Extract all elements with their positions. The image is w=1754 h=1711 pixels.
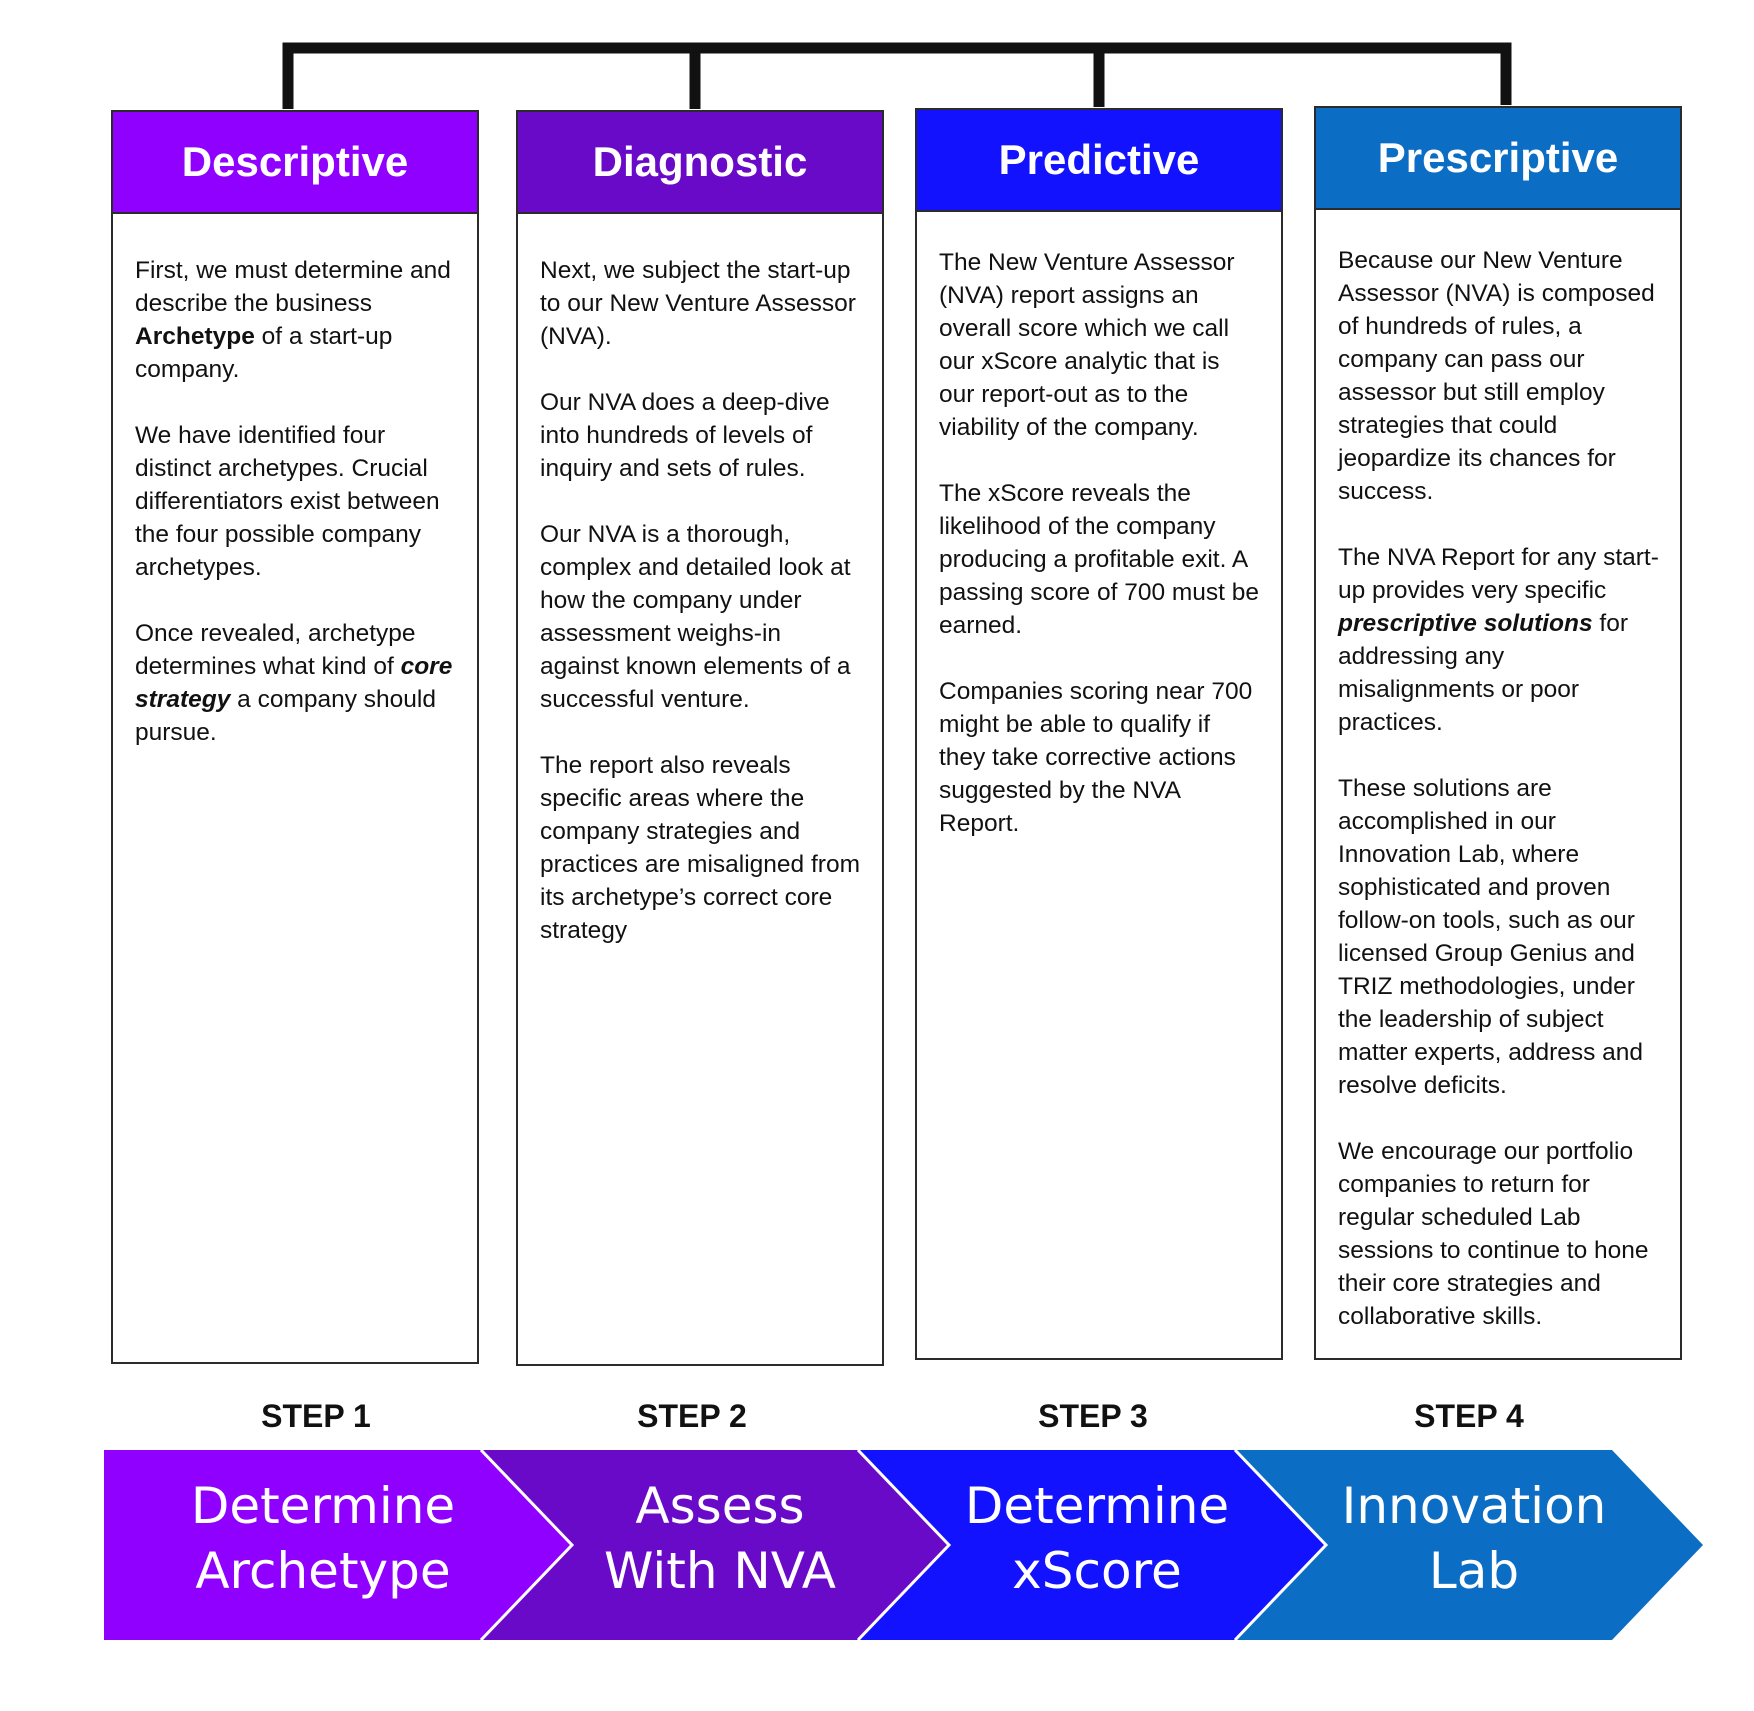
column-body: First, we must determine and describe th…: [111, 214, 479, 1364]
paragraph: The New Venture Assessor (NVA) report as…: [939, 249, 1235, 441]
column-title: Diagnostic: [592, 138, 808, 185]
column-descriptive: Descriptive First, we must determine and…: [111, 110, 479, 1364]
chevron-label-4: Innovation Lab: [1324, 1474, 1624, 1604]
chevron-label-line: xScore: [1012, 1542, 1182, 1600]
chevron-step-2: [481, 1450, 949, 1640]
paragraph: Because our New Venture Assessor (NVA) i…: [1338, 247, 1655, 505]
step-label-4: STEP 4: [1414, 1398, 1524, 1434]
column-header: Descriptive: [111, 110, 479, 214]
chevron-step-1: [104, 1450, 572, 1640]
paragraph: We encourage our portfolio companies to …: [1338, 1138, 1649, 1330]
paragraph: We have identified four distinct archety…: [135, 422, 440, 581]
column-diagnostic: Diagnostic Next, we subject the start-up…: [516, 110, 884, 1366]
paragraph: First, we must determine and describe th…: [135, 257, 451, 383]
chevron-label-1: Determine Archetype: [173, 1474, 473, 1604]
column-title: Predictive: [998, 136, 1200, 183]
step-label-2: STEP 2: [637, 1398, 747, 1434]
chevron-label-line: With NVA: [603, 1542, 837, 1600]
paragraph: The report also reveals specific areas w…: [540, 752, 860, 944]
column-body: Next, we subject the start-up to our New…: [516, 214, 884, 1366]
step-label-3: STEP 3: [1038, 1398, 1148, 1434]
paragraph: Companies scoring near 700 might be able…: [939, 678, 1253, 837]
column-body: The New Venture Assessor (NVA) report as…: [915, 212, 1283, 1360]
chevron-label-line: Determine: [190, 1477, 456, 1535]
chevron-label-line: Determine: [964, 1477, 1230, 1535]
paragraph: The xScore reveals the likelihood of the…: [939, 480, 1260, 639]
column-title: Descriptive: [181, 138, 409, 185]
chevron-step-4: [1235, 1450, 1703, 1640]
column-header: Prescriptive: [1314, 106, 1682, 210]
chevron-label-2: Assess With NVA: [570, 1474, 870, 1604]
column-predictive: Predictive The New Venture Assessor (NVA…: [915, 108, 1283, 1360]
chevron-step-3: [858, 1450, 1326, 1640]
paragraph: Our NVA is a thorough, complex and detai…: [540, 521, 851, 713]
connector-bracket: [282, 42, 1512, 109]
column-header: Diagnostic: [516, 110, 884, 214]
chevron-label-3: Determine xScore: [947, 1474, 1247, 1604]
chevron-label-line: Assess: [635, 1477, 805, 1535]
column-body: Because our New Venture Assessor (NVA) i…: [1314, 210, 1682, 1360]
column-prescriptive: Prescriptive Because our New Venture Ass…: [1314, 106, 1682, 1360]
paragraph: These solutions are accomplished in our …: [1338, 775, 1644, 1099]
column-header: Predictive: [915, 108, 1283, 212]
chevron-label-line: Archetype: [195, 1542, 451, 1600]
paragraph: The NVA Report for any start-up provides…: [1338, 544, 1659, 736]
paragraph: Our NVA does a deep-dive into hundreds o…: [540, 389, 830, 482]
step-label-1: STEP 1: [261, 1398, 371, 1434]
chevron-label-line: Innovation: [1341, 1477, 1607, 1535]
chevron-label-line: Lab: [1428, 1542, 1520, 1600]
column-title: Prescriptive: [1377, 134, 1619, 181]
paragraph: Once revealed, archetype determines what…: [135, 620, 453, 746]
paragraph: Next, we subject the start-up to our New…: [540, 257, 856, 350]
